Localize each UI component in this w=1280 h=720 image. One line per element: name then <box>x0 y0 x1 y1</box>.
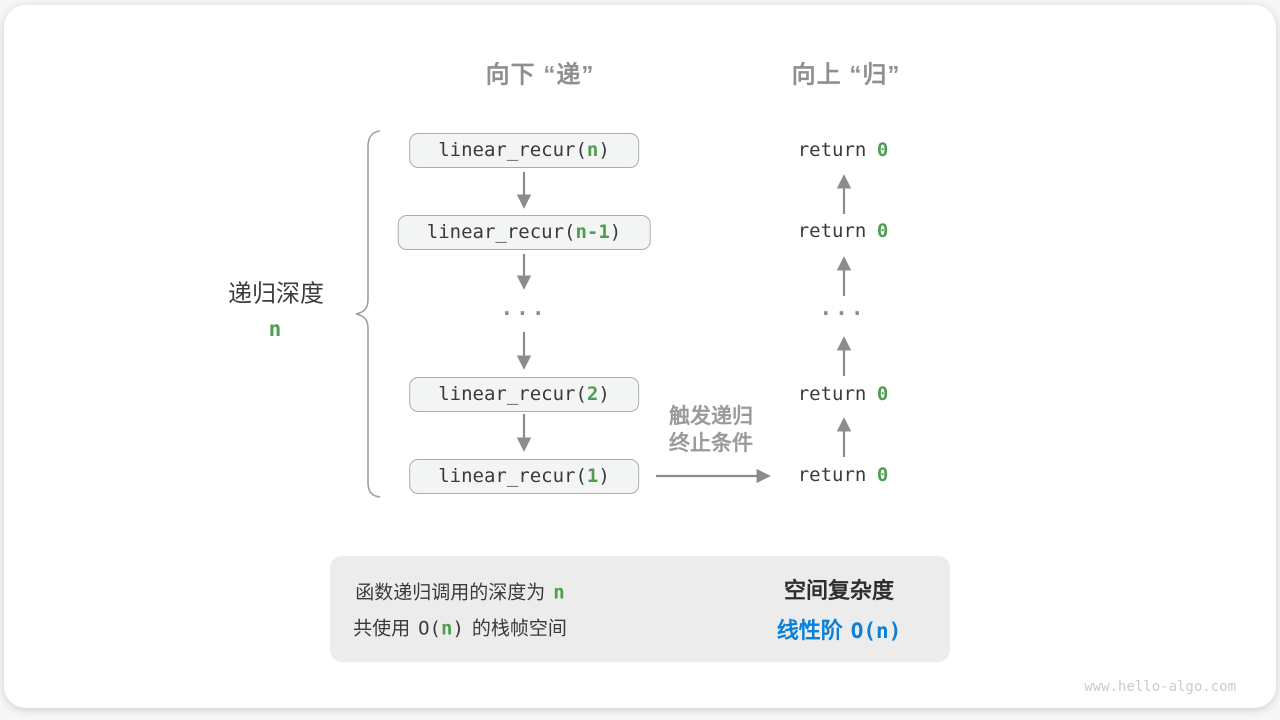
linear-order-text: 线性阶 <box>776 618 843 643</box>
summary-line-2: 共使用 O(n) 的栈帧空间 <box>353 614 567 641</box>
return-keyword: return <box>797 139 867 161</box>
call-box-n-1: linear_recur(n-1) <box>397 215 651 250</box>
space-complexity-result: 线性阶 O(n) <box>777 613 902 645</box>
header-downward-phase: 向下 “递” <box>485 61 595 89</box>
return-keyword: return <box>797 464 867 486</box>
call-arg: 1 <box>586 465 599 487</box>
stack-ellipsis: ... <box>500 296 548 320</box>
call-arg: 2 <box>586 383 599 405</box>
summary-right-text: 空间复杂度 线性阶 O(n) <box>777 573 902 645</box>
call-code: ) <box>598 139 610 161</box>
return-keyword: return <box>797 383 867 405</box>
return-value: 0 <box>876 220 889 242</box>
call-code: linear_recur( <box>438 383 587 405</box>
return-row-2: return 0 <box>798 220 889 242</box>
return-value: 0 <box>876 464 889 486</box>
return-keyword: return <box>797 220 867 242</box>
summary-depth-value: n <box>553 581 565 604</box>
summary-line-1: 函数递归调用的深度为 n <box>355 578 564 605</box>
call-code: ) <box>598 465 610 487</box>
summary-usage-text: 共使用 <box>353 618 411 640</box>
returns-ellipsis: ... <box>819 296 867 320</box>
call-arg: n-1 <box>575 221 610 243</box>
summary-panel <box>330 556 950 662</box>
linear-order-bigo: O(n) <box>850 619 902 643</box>
call-box-1: linear_recur(1) <box>409 459 639 494</box>
watermark-url: www.hello-algo.com <box>1084 679 1236 695</box>
termination-line1: 触发递归 <box>669 405 753 428</box>
summary-stackframe-text: 的栈帧空间 <box>471 618 567 640</box>
call-code: linear_recur( <box>438 465 587 487</box>
summary-bigo-n: n <box>440 617 453 640</box>
call-code: linear_recur( <box>438 139 587 161</box>
call-arg: n <box>586 139 599 161</box>
summary-bigo-open: O( <box>418 617 441 640</box>
return-row-3: return 0 <box>798 383 889 405</box>
return-value: 0 <box>876 383 889 405</box>
call-box-2: linear_recur(2) <box>409 377 639 412</box>
call-code: ) <box>609 221 622 243</box>
summary-bigo-close: ) <box>452 617 464 640</box>
space-complexity-title: 空间复杂度 <box>783 578 894 603</box>
call-code: linear_recur( <box>426 221 576 243</box>
recursion-depth-label: 递归深度 <box>228 280 324 308</box>
call-code: ) <box>598 383 610 405</box>
recursion-depth-value: n <box>268 317 282 341</box>
call-box-n: linear_recur(n) <box>409 133 639 168</box>
termination-line2: 终止条件 <box>669 432 753 455</box>
return-row-1: return 0 <box>798 139 889 161</box>
header-upward-phase: 向上 “归” <box>791 61 901 89</box>
termination-condition-label: 触发递归终止条件 <box>669 403 753 457</box>
return-value: 0 <box>876 139 889 161</box>
return-row-4: return 0 <box>798 464 889 486</box>
summary-depth-text: 函数递归调用的深度为 <box>355 582 546 604</box>
